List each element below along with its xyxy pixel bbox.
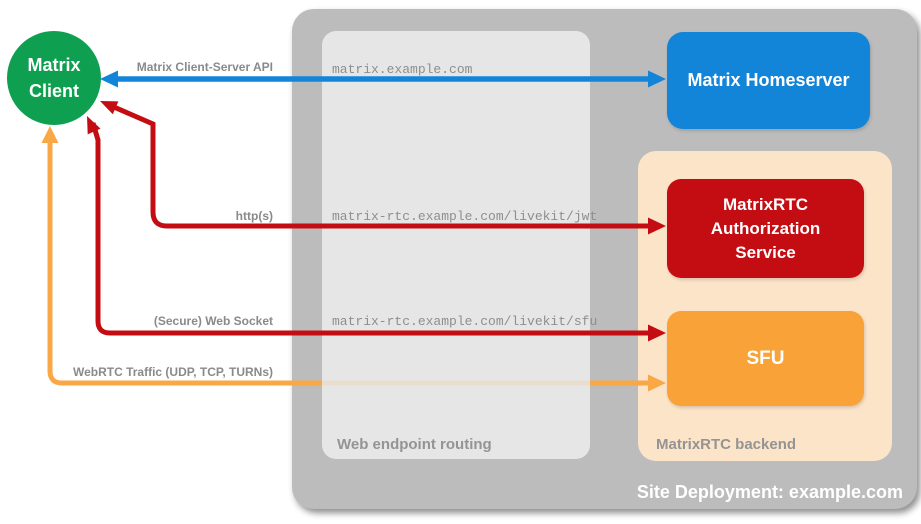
matrixrtc-backend-caption: MatrixRTC backend xyxy=(656,436,797,453)
websocket-label: (Secure) Web Socket xyxy=(153,314,273,328)
sfu-label: SFU xyxy=(746,347,785,369)
endpoint-matrix-domain: matrix.example.com xyxy=(332,62,473,77)
web-endpoint-routing-container xyxy=(322,31,590,459)
endpoint-livekit-jwt: matrix-rtc.example.com/livekit/jwt xyxy=(332,209,598,224)
web-endpoint-routing-caption: Web endpoint routing xyxy=(337,436,492,453)
sfu-node: SFU xyxy=(667,311,864,406)
matrix-client-node: Matrix Client xyxy=(7,31,101,125)
matrixrtc-authorization-service-node: MatrixRTC Authorization Service xyxy=(667,179,864,278)
arrowhead-https-to-client-icon xyxy=(100,101,119,115)
matrix-client-label: Matrix Client xyxy=(27,55,81,101)
matrix-homeserver-label: Matrix Homeserver xyxy=(687,70,850,90)
webrtc-traffic-label: WebRTC Traffic (UDP, TCP, TURNs) xyxy=(72,365,273,379)
matrix-homeserver-node: Matrix Homeserver xyxy=(667,32,870,129)
endpoint-livekit-sfu: matrix-rtc.example.com/livekit/sfu xyxy=(332,314,598,329)
arrowhead-websocket-to-client-icon xyxy=(87,116,101,135)
webrtc-traffic-line xyxy=(47,131,322,386)
arrowhead-webrtc-to-client-icon xyxy=(41,126,59,143)
client-server-api-label: Matrix Client-Server API xyxy=(136,60,273,74)
matrixrtc-authorization-service-label: MatrixRTC Authorization Service xyxy=(710,194,821,262)
site-deployment-title: Site Deployment: example.com xyxy=(636,482,903,502)
arrowhead-api-to-client-icon xyxy=(100,70,118,88)
https-label: http(s) xyxy=(235,209,273,223)
